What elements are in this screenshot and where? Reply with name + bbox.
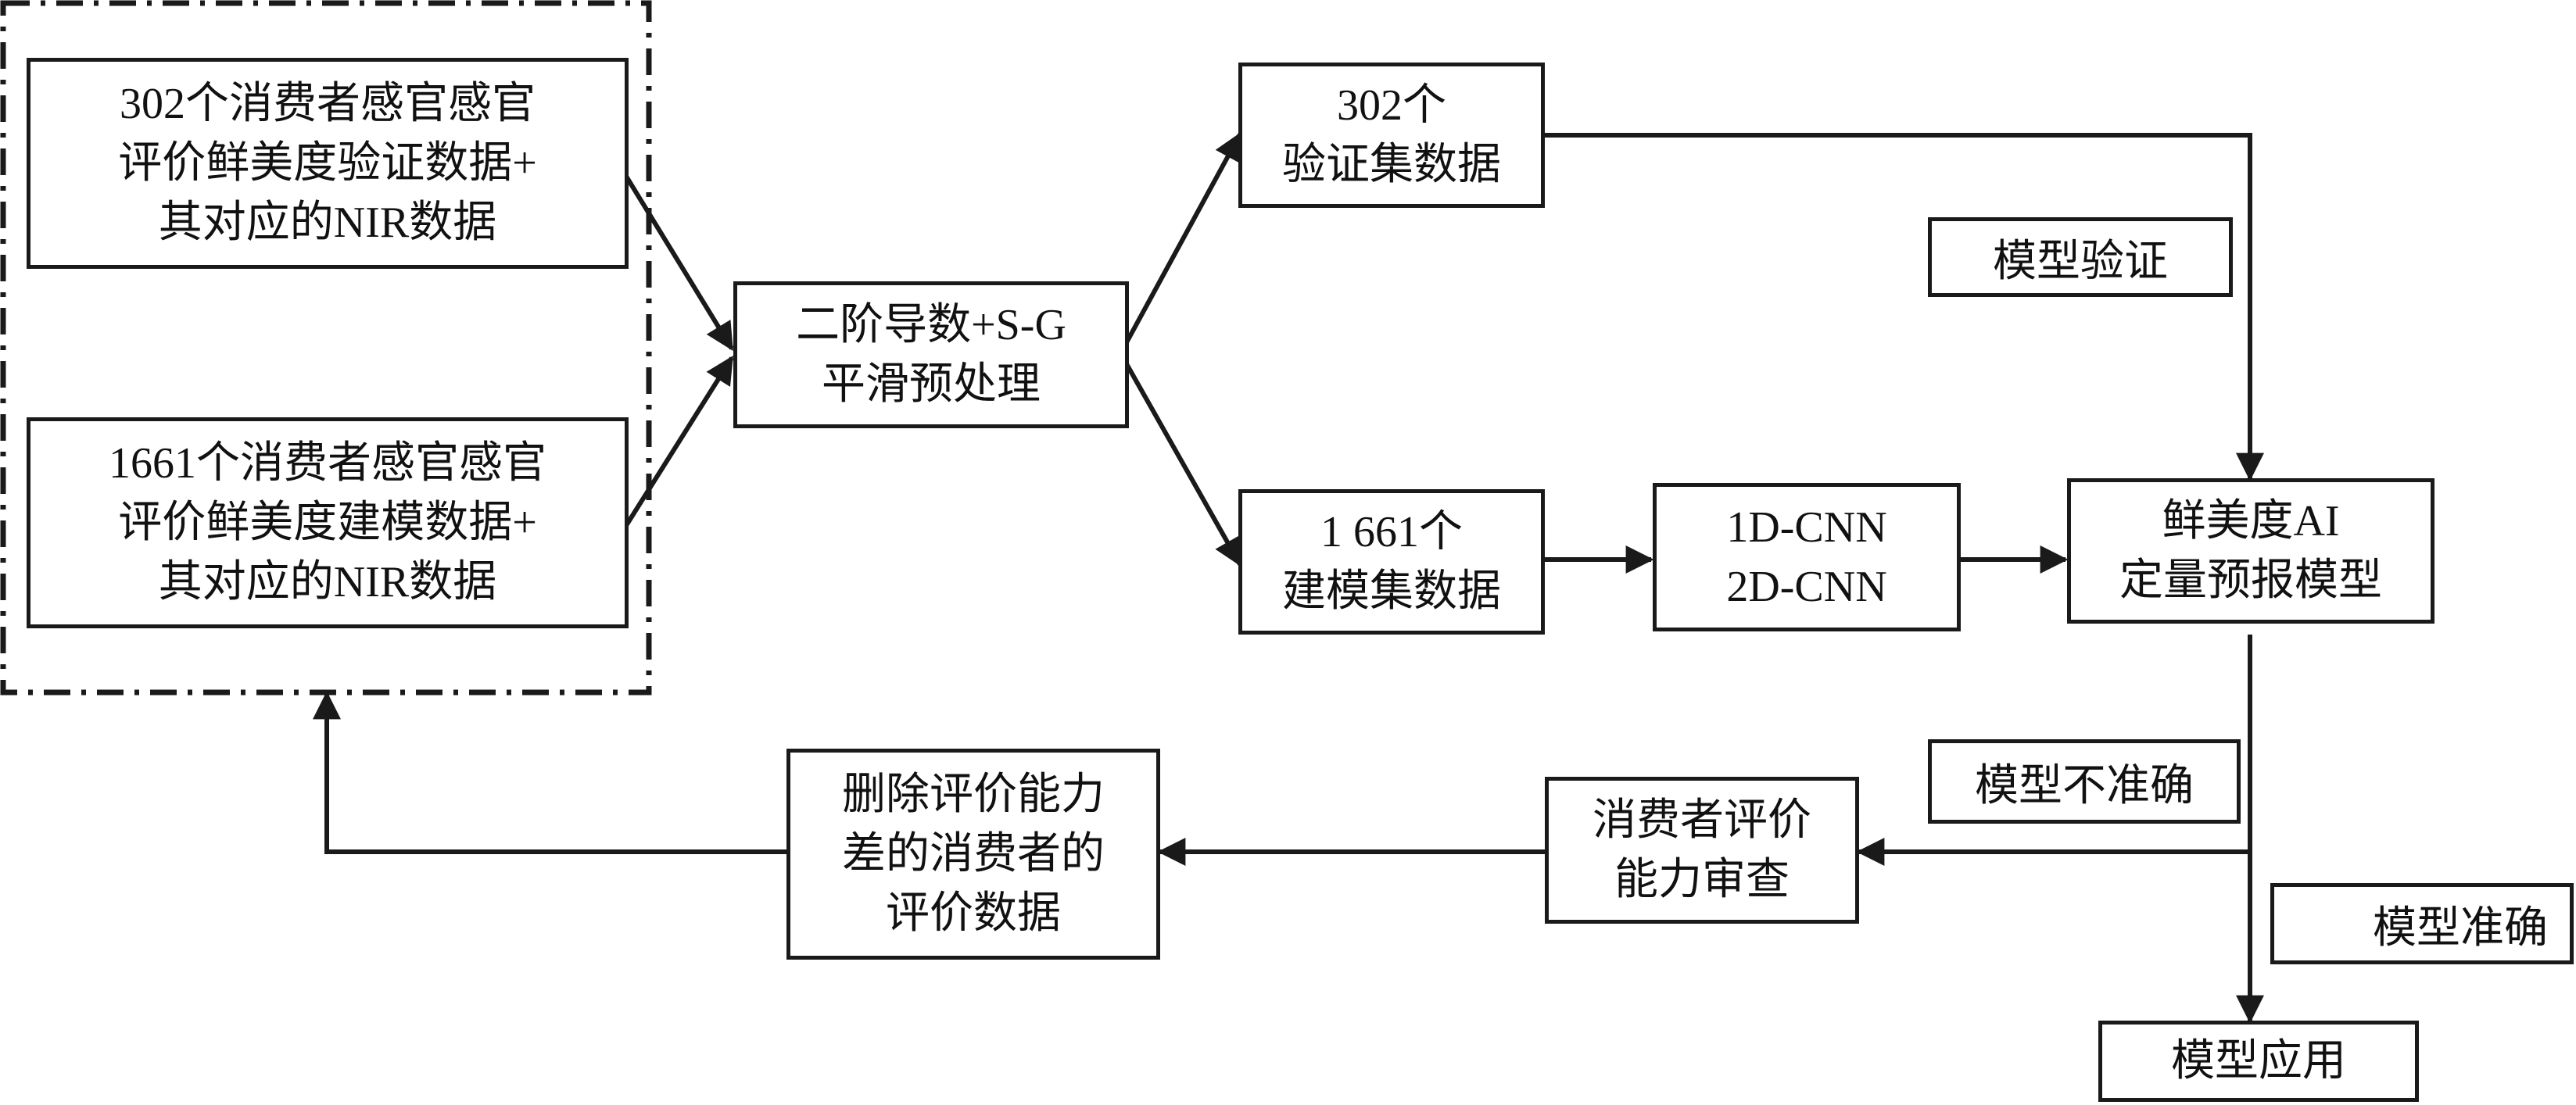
ai-model-line-1: 鲜美度AI xyxy=(2162,496,2340,545)
preprocess-box: 二阶导数+S-G 平滑预处理 xyxy=(733,281,1129,428)
connector-preprocess-to-modeling-set xyxy=(1123,361,1242,567)
validation-source-line-3: 其对应的NIR数据 xyxy=(158,198,497,248)
modeling-source-line-1: 1661个消费者感官感官 xyxy=(109,438,546,488)
validation-source-line-1: 302个消费者感官感官 xyxy=(120,79,536,128)
connector-validation-source-to-preprocess xyxy=(623,173,734,352)
model-validation-label: 模型验证 xyxy=(1928,217,2233,297)
validation-source-line-2: 评价鲜美度验证数据+ xyxy=(118,138,537,188)
application-label: 模型应用 xyxy=(2171,1036,2346,1085)
validation-set-line-2: 验证集数据 xyxy=(1282,141,1501,189)
modeling-set-line-2: 建模集数据 xyxy=(1282,567,1501,616)
ai-model-line-2: 定量预报模型 xyxy=(2119,556,2382,605)
modeling-source-line-2: 评价鲜美度建模数据+ xyxy=(118,498,537,547)
cnn-box: 1D-CNN 2D-CNN xyxy=(1653,483,1961,631)
model-validation-text: 模型验证 xyxy=(1993,237,2168,286)
connector-delete-to-source-group xyxy=(313,691,786,854)
connector-preprocess-to-validation-set xyxy=(1123,131,1242,345)
preprocess-line-2: 平滑预处理 xyxy=(822,360,1041,409)
consumer-review-box: 消费者评价 能力审查 xyxy=(1545,777,1859,924)
model-inaccurate-text: 模型不准确 xyxy=(1975,761,2194,810)
cnn-line-1: 1D-CNN xyxy=(1726,502,1887,552)
cnn-line-2: 2D-CNN xyxy=(1726,563,1887,611)
review-line-1: 消费者评价 xyxy=(1593,796,1811,845)
model-accurate-label: 模型准确 xyxy=(2270,883,2574,964)
modeling-source-data-box: 1661个消费者感官感官 评价鲜美度建模数据+ 其对应的NIR数据 xyxy=(27,417,629,628)
model-application-box: 模型应用 xyxy=(2098,1021,2419,1102)
review-line-2: 能力审查 xyxy=(1614,856,1790,904)
ai-model-box: 鲜美度AI 定量预报模型 xyxy=(2067,478,2434,624)
validation-set-box: 302个 验证集数据 xyxy=(1238,63,1545,208)
modeling-set-box: 1 661个 建模集数据 xyxy=(1238,489,1545,635)
delete-line-3: 评价数据 xyxy=(886,889,1061,939)
connector-validation-set-to-ai-model xyxy=(1543,133,2264,481)
validation-source-data-box: 302个消费者感官感官 评价鲜美度验证数据+ 其对应的NIR数据 xyxy=(27,58,629,269)
model-inaccurate-label: 模型不准确 xyxy=(1928,739,2241,824)
modeling-source-line-3: 其对应的NIR数据 xyxy=(158,558,497,607)
delete-line-2: 差的消费者的 xyxy=(842,829,1105,878)
delete-line-1: 删除评价能力 xyxy=(842,770,1105,819)
model-accurate-text: 模型准确 xyxy=(2373,903,2548,953)
validation-set-line-1: 302个 xyxy=(1337,80,1446,130)
preprocess-line-1: 二阶导数+S-G xyxy=(796,300,1066,349)
modeling-set-line-1: 1 661个 xyxy=(1320,507,1463,556)
delete-data-box: 删除评价能力 差的消费者的 评价数据 xyxy=(786,749,1160,960)
connector-modeling-source-to-preprocess xyxy=(623,355,734,528)
